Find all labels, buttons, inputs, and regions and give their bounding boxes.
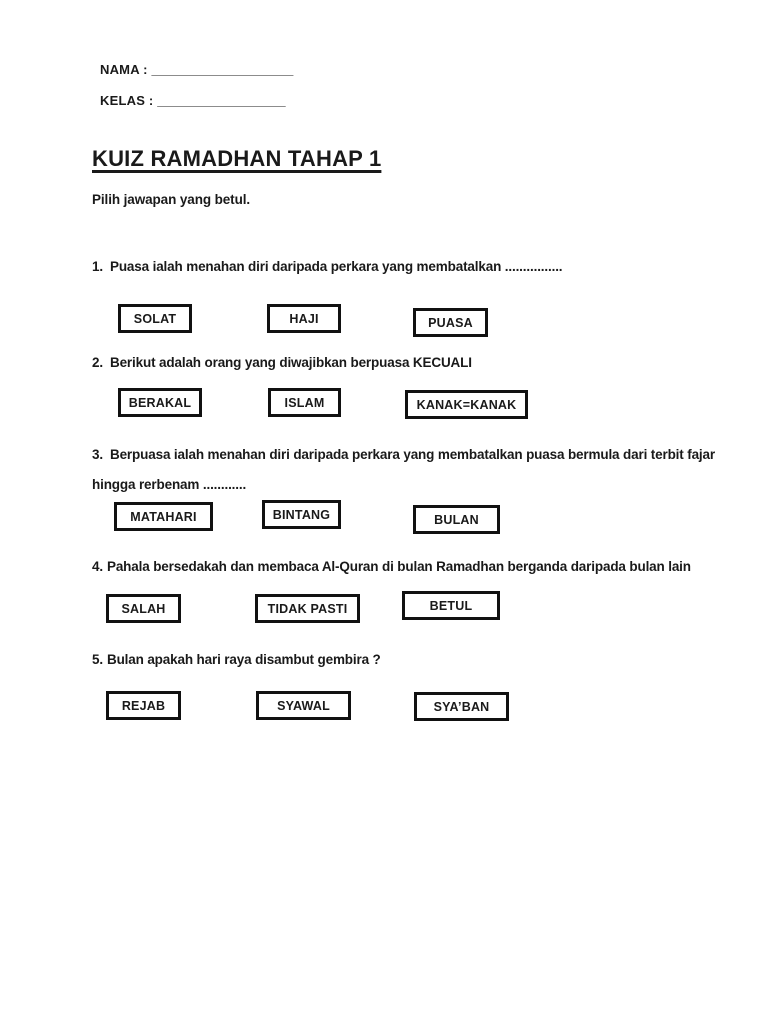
instruction-text: Pilih jawapan yang betul. bbox=[92, 192, 251, 207]
page-title: KUIZ RAMADHAN TAHAP 1 bbox=[92, 146, 382, 171]
answer-box-q4-salah[interactable]: SALAH bbox=[106, 594, 181, 623]
question-3: 3.Berpuasa ialah menahan diri daripada p… bbox=[92, 440, 742, 500]
question-3-text: Berpuasa ialah menahan diri daripada per… bbox=[92, 447, 715, 492]
answer-box-q5-rejab[interactable]: REJAB bbox=[106, 691, 181, 720]
answer-box-q3-matahari[interactable]: MATAHARI bbox=[114, 502, 213, 531]
question-4: 4.Pahala bersedakah dan membaca Al-Quran… bbox=[92, 552, 752, 582]
question-2: 2. Berikut adalah orang yang diwajibkan b… bbox=[92, 348, 732, 378]
question-5: 5.Bulan apakah hari raya disambut gembir… bbox=[92, 645, 732, 675]
answer-box-q2-berakal[interactable]: BERAKAL bbox=[118, 388, 202, 417]
answer-box-q5-syawal[interactable]: SYAWAL bbox=[256, 691, 351, 720]
answer-box-q3-bintang[interactable]: BINTANG bbox=[262, 500, 341, 529]
class-label: KELAS : bbox=[100, 93, 154, 108]
answer-box-q2-islam[interactable]: ISLAM bbox=[268, 388, 341, 417]
name-blank-line: _____________________ bbox=[151, 62, 293, 77]
answer-box-q4-tidak-pasti[interactable]: TIDAK PASTI bbox=[255, 594, 360, 623]
answer-box-q2-kanak[interactable]: KANAK=KANAK bbox=[405, 390, 528, 419]
name-field-row: NAMA : _____________________ bbox=[100, 62, 293, 77]
question-3-number: 3. bbox=[92, 447, 103, 462]
answer-box-q1-solat[interactable]: SOLAT bbox=[118, 304, 192, 333]
question-5-number: 5. bbox=[92, 652, 103, 667]
answer-box-q5-syaban[interactable]: SYA’BAN bbox=[414, 692, 509, 721]
answer-box-q1-haji[interactable]: HAJI bbox=[267, 304, 341, 333]
answer-box-q4-betul[interactable]: BETUL bbox=[402, 591, 500, 620]
question-4-number: 4. bbox=[92, 559, 103, 574]
class-blank-line: ___________________ bbox=[157, 93, 286, 108]
answer-box-q3-bulan[interactable]: BULAN bbox=[413, 505, 500, 534]
question-1: 1. Puasa ialah menahan diri daripada perk… bbox=[92, 252, 732, 282]
question-2-number: 2. bbox=[92, 355, 103, 370]
answer-box-q1-puasa[interactable]: PUASA bbox=[413, 308, 488, 337]
question-1-text: Puasa ialah menahan diri daripada perkar… bbox=[109, 259, 563, 274]
question-2-text: Berikut adalah orang yang diwajibkan ber… bbox=[109, 355, 472, 370]
name-label: NAMA : bbox=[100, 62, 148, 77]
question-4-text: Pahala bersedakah dan membaca Al-Quran d… bbox=[106, 559, 691, 574]
class-field-row: KELAS : ___________________ bbox=[100, 93, 286, 108]
question-1-number: 1. bbox=[92, 259, 103, 274]
question-5-text: Bulan apakah hari raya disambut gembira … bbox=[106, 652, 381, 667]
